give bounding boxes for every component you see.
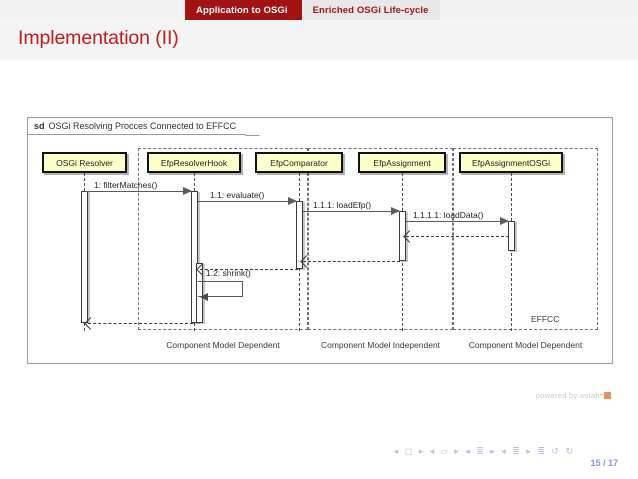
lifeline-label: EfpAssignmentOSGi bbox=[472, 157, 550, 168]
message-line-loadefp bbox=[302, 211, 400, 212]
message-label-shrink: 1.2: shrink() bbox=[206, 268, 251, 278]
sequence-diagram-frame: sd OSGi Resolving Procces Connected to E… bbox=[27, 117, 613, 364]
message-arrow-evaluate bbox=[288, 196, 297, 205]
region-component-model-dependent-right bbox=[453, 148, 598, 330]
return-line-loaddata bbox=[406, 236, 509, 237]
message-arrow-loadefp bbox=[391, 206, 400, 215]
lifeline-box-efpcomparator: EfpComparator bbox=[255, 152, 343, 173]
region-component-model-independent bbox=[308, 148, 453, 330]
message-label-loadefp: 1.1.1: loadEfp() bbox=[313, 200, 372, 210]
activation-efpresolverhook bbox=[191, 191, 198, 323]
message-arrow-loaddata bbox=[500, 216, 509, 225]
nav-tab-application-to-osgi[interactable]: Application to OSGi bbox=[185, 0, 299, 20]
message-line-shrink bbox=[200, 269, 298, 270]
nav-spacer-left bbox=[0, 0, 185, 20]
message-line-filtermatches bbox=[85, 191, 192, 192]
self-call-arrow-efpresolverhook bbox=[200, 293, 208, 301]
diagram-frame-header: sd OSGi Resolving Procces Connected to E… bbox=[28, 118, 260, 135]
region-label-component-model-independent: Component Model Independent bbox=[320, 340, 441, 350]
message-label-loaddata: 1.1.1.1: loadData() bbox=[413, 210, 484, 220]
powered-by-astah-watermark: powered by astah* bbox=[536, 391, 611, 400]
activation-osgi-resolver bbox=[81, 191, 88, 323]
nav-tab-label: Application to OSGi bbox=[196, 4, 288, 16]
lifeline-box-osgi-resolver: OSGi Resolver bbox=[42, 152, 127, 173]
frame-title-label: OSGi Resolving Procces Connected to EFFC… bbox=[48, 121, 237, 131]
region-label-component-model-dependent-right: Component Model Dependent bbox=[468, 340, 583, 350]
lifeline-label: EfpComparator bbox=[270, 157, 328, 168]
lifeline-box-efpassignment: EfpAssignment bbox=[358, 152, 446, 173]
nav-tab-label: Enriched OSGi Life-cycle bbox=[312, 4, 429, 16]
astah-star-glyph: * bbox=[599, 391, 603, 400]
lifeline-stem-efpassignmentosgi bbox=[511, 173, 512, 331]
self-call-loop-efpresolverhook bbox=[198, 281, 243, 297]
nav-spacer-right bbox=[439, 0, 638, 20]
beamer-navigation-symbols[interactable]: ◂ ◻ ▸ ◂ ▱ ▸ ◂ ≣ ▸ ◂ ≣ ▸ ≣ ↺ ↻ bbox=[393, 446, 575, 456]
activation-efpassignment bbox=[399, 211, 406, 261]
lifeline-box-efpresolverhook: EfpResolverHook bbox=[147, 152, 241, 173]
region-label-component-model-dependent-left: Component Model Dependent bbox=[166, 340, 280, 350]
top-navigation-bar: Application to OSGi Enriched OSGi Life-c… bbox=[0, 0, 638, 20]
message-line-loaddata bbox=[405, 221, 509, 222]
region-component-model-dependent-left bbox=[138, 148, 308, 330]
message-label-filtermatches: 1: filterMatches() bbox=[94, 180, 158, 190]
return-line-filtermatches bbox=[88, 323, 193, 324]
activation-efpcomparator bbox=[296, 201, 303, 269]
lifeline-label: EfpResolverHook bbox=[160, 157, 228, 168]
activation-efpassignmentosgi bbox=[508, 221, 515, 251]
nav-tab-enriched-osgi-life-cycle[interactable]: Enriched OSGi Life-cycle bbox=[298, 0, 440, 20]
return-line-loadefp bbox=[303, 261, 400, 262]
page-title: Implementation (II) bbox=[18, 27, 179, 49]
lifeline-label: EfpAssignment bbox=[373, 157, 431, 168]
lifeline-label: OSGi Resolver bbox=[56, 157, 113, 168]
message-label-evaluate: 1.1: evaluate() bbox=[210, 190, 265, 200]
effcc-region-label: EFFCC bbox=[531, 314, 560, 324]
message-line-evaluate bbox=[197, 201, 297, 202]
frame-kind-label: sd bbox=[34, 121, 45, 131]
lifeline-box-efpassignmentosgi: EfpAssignmentOSGi bbox=[459, 152, 563, 173]
message-arrow-filtermatches bbox=[183, 186, 192, 195]
title-band bbox=[0, 20, 638, 60]
astah-logo-icon bbox=[604, 392, 611, 399]
page-number: 15 / 17 bbox=[590, 458, 618, 468]
powered-by-text: powered by astah bbox=[535, 391, 600, 400]
